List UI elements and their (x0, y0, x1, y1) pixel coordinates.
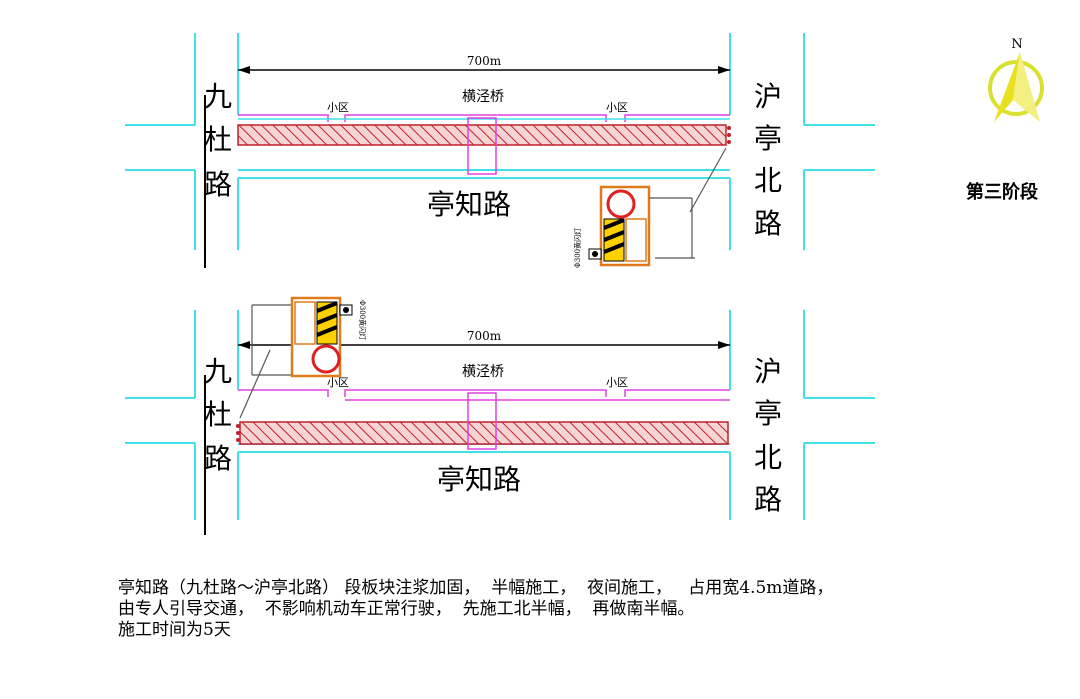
work-zone-north (237, 124, 727, 146)
road-right-4: 路 (754, 207, 782, 240)
road-right-1: 沪 (754, 80, 782, 113)
description-line-1: 亭知路（九杜路～沪亭北路） 段板块注浆加固， 半幅施工， 夜间施工， 占用宽4.… (118, 578, 834, 598)
bridge-label: 横泾桥 (462, 364, 504, 380)
road-edges (125, 33, 875, 250)
community-label-left: 小区 (327, 101, 349, 114)
bridge-box (467, 392, 497, 450)
traffic-sign-detail-south: Φ300黄闪灯 (239, 296, 367, 419)
compass-label: N (1011, 37, 1022, 52)
community-label-right: 小区 (606, 101, 628, 114)
bridge-box (467, 117, 497, 175)
distance-label: 700m (467, 329, 502, 343)
sign-note-south: Φ300黄闪灯 (358, 300, 367, 340)
community-label-right: 小区 (606, 376, 628, 389)
plan-north-half: 700m 小区 横泾桥 小区 亭知路 九 杜 路 沪 亭 北 路 (125, 33, 875, 268)
plan-south-half: 700m 小区 横泾桥 小区 亭知路 九 杜 路 沪 亭 北 路 (125, 296, 875, 535)
road-right-1: 沪 (754, 355, 782, 388)
community-label-left: 小区 (327, 376, 349, 389)
road-left-2: 杜 (204, 123, 232, 156)
bridge-label: 横泾桥 (462, 89, 504, 105)
road-right-2: 亭 (754, 122, 782, 155)
work-zone-south (239, 421, 729, 445)
road-left-1: 九 (204, 355, 232, 388)
main-road-label: 亭知路 (437, 463, 521, 496)
road-left-2: 杜 (204, 398, 232, 431)
description: 亭知路（九杜路～沪亭北路） 段板块注浆加固， 半幅施工， 夜间施工， 占用宽4.… (118, 578, 1018, 641)
stage-title: 第三阶段 (966, 182, 1038, 203)
road-left-1: 九 (204, 80, 232, 113)
compass-icon: N (988, 37, 1044, 122)
distance-label: 700m (467, 54, 502, 68)
road-right-4: 路 (754, 483, 782, 516)
description-line-2: 由专人引导交通， 不影响机动车正常行驶， 先施工北半幅， 再做南半幅。 (118, 599, 695, 619)
road-left-3: 路 (204, 168, 232, 201)
road-left-3: 路 (204, 442, 232, 475)
traffic-sign-detail-north: Φ300黄闪灯 (573, 147, 727, 268)
sign-note-north: Φ300黄闪灯 (573, 228, 582, 268)
road-right-2: 亭 (754, 397, 782, 430)
road-right-3: 北 (754, 164, 782, 197)
road-right-3: 北 (754, 441, 782, 474)
main-road-label: 亭知路 (427, 188, 511, 221)
description-line-3: 施工时间为5天 (118, 620, 231, 640)
